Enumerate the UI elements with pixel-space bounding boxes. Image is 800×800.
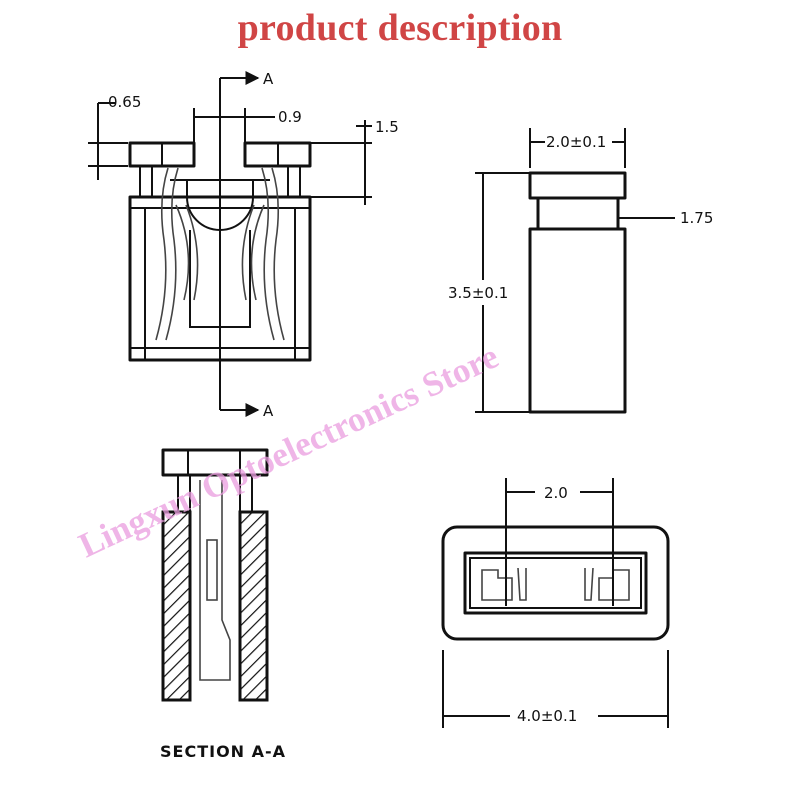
dim-top-pitch: 2.0 xyxy=(505,478,614,606)
dim-side-step-label: 1.75 xyxy=(680,209,713,227)
top-view: 2.0 4.0±0.1 xyxy=(441,478,670,728)
dim-0-65: 0.65 xyxy=(88,93,141,180)
dim-side-width: 2.0±0.1 xyxy=(529,128,626,168)
dim-side-height-label: 3.5±0.1 xyxy=(448,284,508,302)
dim-0-65-label: 0.65 xyxy=(108,93,141,111)
section-view: SECTION A-A xyxy=(160,448,286,761)
page-title: product description xyxy=(237,7,563,49)
section-marker-bottom: A xyxy=(263,402,274,420)
dim-side-step: 1.75 xyxy=(618,209,713,227)
dim-top-width: 4.0±0.1 xyxy=(442,650,669,728)
dim-side-width-label: 2.0±0.1 xyxy=(546,133,606,151)
dim-0-9: 0.9 xyxy=(193,108,302,143)
dim-1-5-label: 1.5 xyxy=(375,118,399,136)
side-view: 2.0±0.1 3.5±0.1 1.75 xyxy=(448,128,713,414)
store-watermark: Lingxun Optoelectronics Store xyxy=(73,337,504,566)
front-view: A A 0.65 0.9 xyxy=(88,70,399,420)
section-caption: SECTION A-A xyxy=(160,742,286,761)
dim-1-5: 1.5 xyxy=(310,118,399,205)
dim-0-9-label: 0.9 xyxy=(278,108,302,126)
section-marker-top: A xyxy=(263,70,274,88)
dim-top-width-label: 4.0±0.1 xyxy=(517,707,577,725)
store-watermark-text: Lingxun Optoelectronics Store xyxy=(73,337,504,566)
dim-top-pitch-label: 2.0 xyxy=(544,484,568,502)
dim-side-height: 3.5±0.1 xyxy=(448,172,530,413)
section-line-a: A A xyxy=(219,70,274,420)
